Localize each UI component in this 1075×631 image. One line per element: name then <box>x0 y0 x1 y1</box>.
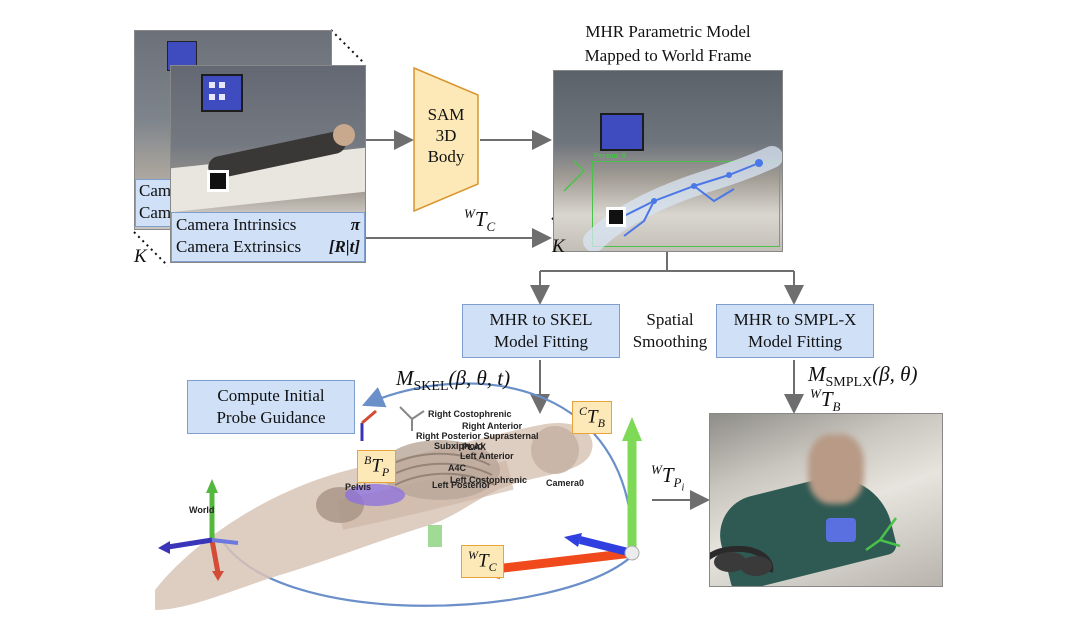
scene-label-left-anterior: Left Anterior <box>460 451 514 461</box>
sam-line-3: Body <box>427 147 465 166</box>
scene-label-a4c: A4C <box>448 463 467 473</box>
k-label-right: K <box>552 236 565 257</box>
m-smplx-equation: MSMPLX(β, θ) <box>808 362 918 391</box>
scene-label-pelvis: Pelvis <box>345 482 372 492</box>
k-label-left: K <box>134 246 147 267</box>
mhr-title-line-2: Mapped to World Frame <box>584 46 752 65</box>
skel-fitting-box: MHR to SKEL Model Fitting <box>462 304 620 358</box>
mhr-monitor <box>600 113 644 151</box>
extrinsics-label: Camera Extrinsics <box>176 237 302 256</box>
smplx-fitting-box: MHR to SMPL-X Model Fitting <box>716 304 874 358</box>
input-photo-front: Camera Intrinsics π Camera Extrinsics [R… <box>170 65 366 263</box>
scene-3d <box>155 406 642 610</box>
skel-line-2: Model Fitting <box>494 332 588 351</box>
scene-label-subxiphoid: Subxiphoid <box>434 441 483 451</box>
m-skel-equation: MSKEL(β, θ, t) <box>396 366 511 395</box>
skel-line-1: MHR to SKEL <box>489 310 593 329</box>
gray-axis-marker <box>399 406 425 431</box>
scene-label-plax: PLAX <box>462 442 487 452</box>
result-probe <box>826 518 856 542</box>
mhr-person-tag: Person: 0 <box>594 153 626 160</box>
transform-b-t-p: BTP <box>357 450 397 484</box>
wall-monitor <box>201 74 243 112</box>
transform-w-t-b: WTB <box>810 386 841 415</box>
mhr-photo: Person: 0 <box>553 70 783 252</box>
result-patient-face-blurred <box>808 434 864 504</box>
scene-label-right-costophrenic: Right Costophrenic <box>428 409 512 419</box>
world-axis-red <box>209 539 221 574</box>
probe-line-1: Compute Initial <box>217 386 325 405</box>
sam-label: SAM 3D Body <box>413 104 479 167</box>
skull <box>531 426 579 474</box>
smplx-line-2: Model Fitting <box>748 332 842 351</box>
spatial-line-2: Smoothing <box>632 332 708 351</box>
camera-params-box: Camera Intrinsics π Camera Extrinsics [R… <box>171 212 365 262</box>
patient-head <box>333 124 355 146</box>
world-axis-blue <box>167 537 213 550</box>
ribcage <box>380 440 500 500</box>
transform-w-t-c-bottom: WTC <box>461 545 504 579</box>
scene-label-right-anterior: Right Anterior <box>462 421 523 431</box>
probe-guidance-box: Compute Initial Probe Guidance <box>187 380 355 434</box>
transform-w-t-pi: WTPi <box>651 462 685 494</box>
scene-label-left-costophrenic: Left Costophrenic <box>450 475 528 485</box>
intrinsics-label: Camera Intrinsics <box>176 215 297 234</box>
camera-origin <box>624 545 640 561</box>
probe-region <box>345 484 405 506</box>
camera-axis-red <box>494 548 633 574</box>
sam-line-2: 3D <box>435 126 457 145</box>
scene-label-world: World <box>189 505 215 515</box>
sam-line-1: SAM <box>427 105 465 124</box>
zoom-line-bottom-left <box>133 231 169 267</box>
back-label-2: Cam <box>139 203 172 222</box>
back-label-1: Cam <box>139 181 172 200</box>
result-probe-axes <box>865 517 901 552</box>
zoom-line-top-left <box>330 29 365 64</box>
camera-axis-blue <box>579 536 633 557</box>
mhr-skeleton-overlay <box>563 146 782 251</box>
scene-label-right-posterior-suprasternal: Right Posterior Suprasternal <box>416 431 539 441</box>
mhr-bounding-box <box>592 161 780 247</box>
mhr-aruco-marker <box>606 207 626 227</box>
headset-icon <box>710 545 774 576</box>
result-photo <box>709 413 943 587</box>
extrinsics-symbol: [R|t] <box>328 237 360 256</box>
smplx-line-1: MHR to SMPL-X <box>733 310 857 329</box>
spatial-line-1: Spatial <box>646 310 694 329</box>
spatial-smoothing-label: Spatial Smoothing <box>630 309 710 353</box>
aruco-marker <box>207 170 229 192</box>
guidance-arc <box>361 382 634 531</box>
sam-trapezoid <box>413 67 479 212</box>
transform-c-t-b: CTB <box>572 401 612 435</box>
probe-marker <box>428 525 442 547</box>
mhr-title-line-1: MHR Parametric Model <box>585 22 751 41</box>
transform-w-t-c-top: WTC <box>464 206 496 235</box>
intrinsics-symbol: π <box>350 215 360 234</box>
scene-label-left-posterior: Left Posterior <box>432 480 491 490</box>
probe-line-2: Probe Guidance <box>216 408 326 427</box>
mhr-title: MHR Parametric Model Mapped to World Fra… <box>553 20 783 68</box>
scene-label-camera0: Camera0 <box>546 478 585 488</box>
back-label-box: Cam Cam <box>135 179 175 227</box>
